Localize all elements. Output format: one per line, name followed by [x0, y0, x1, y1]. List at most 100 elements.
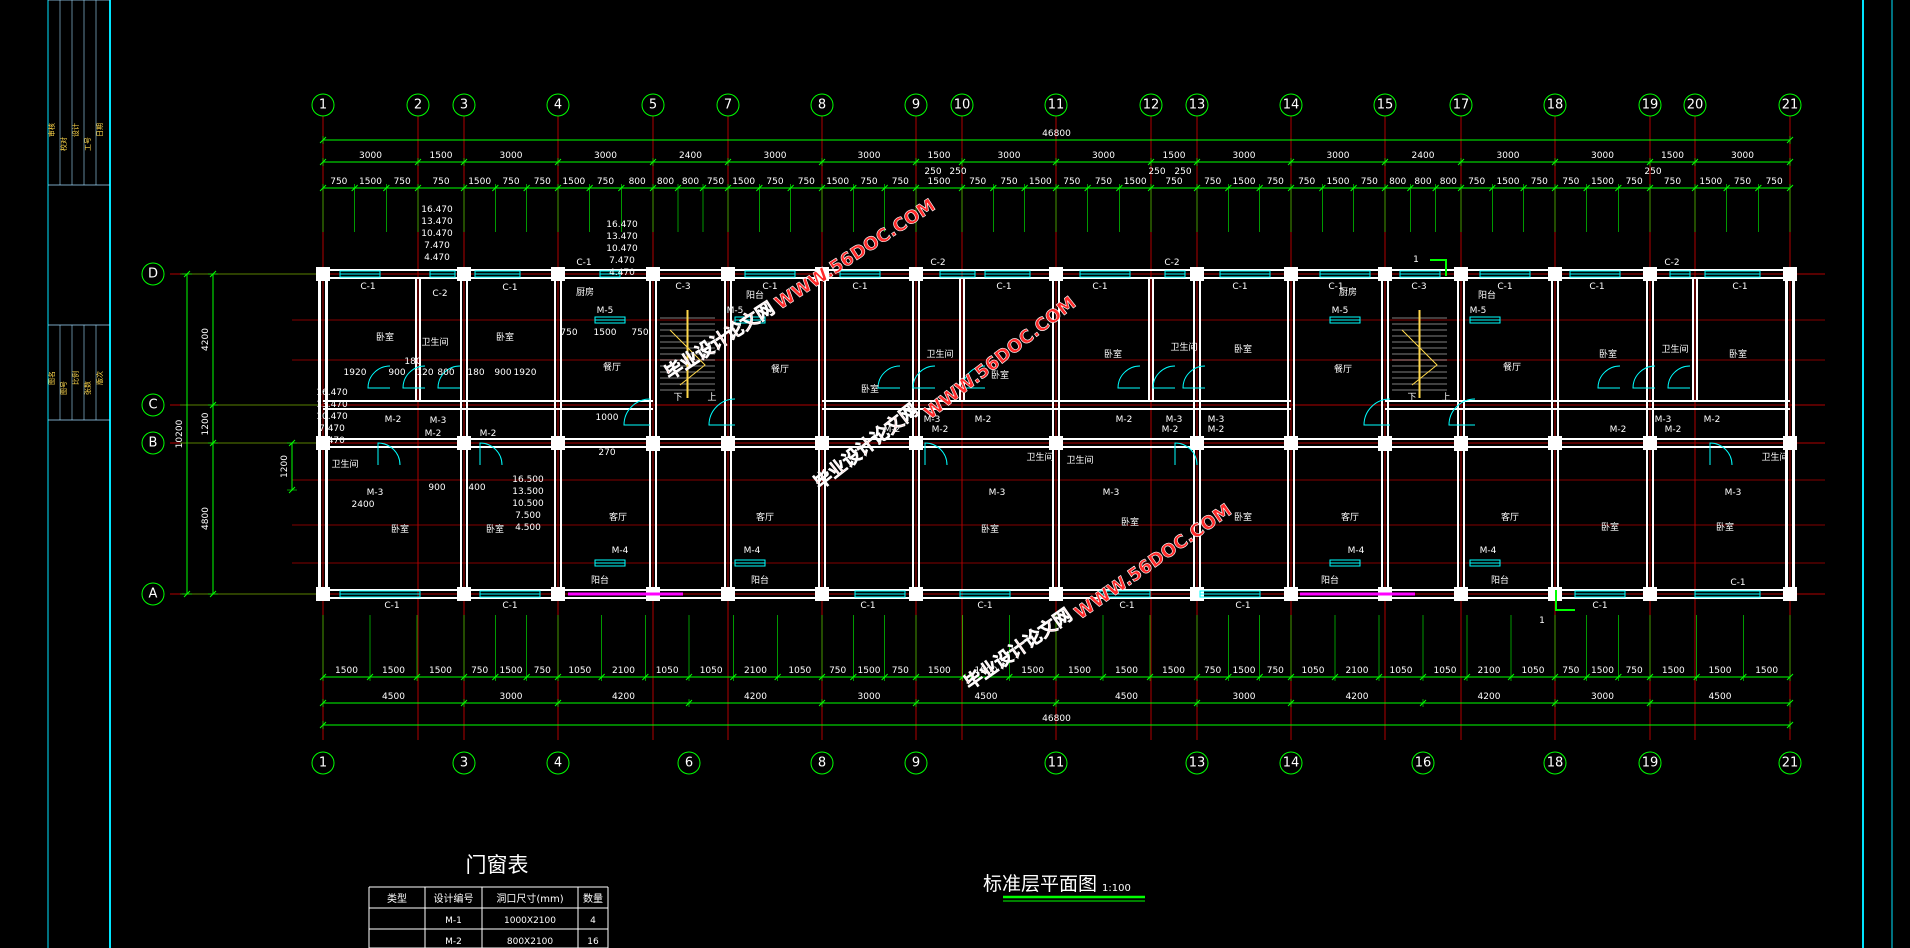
dim-top-detail-label: 750 [1664, 177, 1681, 187]
misc-dim: 1000 [596, 413, 619, 423]
column [457, 587, 471, 601]
axis-bubble [141, 393, 165, 417]
dim-top-detail-label: 1500 [1029, 177, 1052, 187]
axis-bubble-label: 21 [1782, 756, 1799, 771]
dim-top-bay-label: 3000 [1591, 151, 1614, 161]
walls [316, 267, 1797, 601]
column [1378, 267, 1392, 281]
opening-label: C-1 [1497, 282, 1512, 292]
door-swing [1363, 398, 1391, 426]
dim-small-label: 250 [1644, 167, 1661, 177]
room-label: 卧室 [1599, 348, 1617, 360]
axis-bubble-label: B [149, 436, 158, 451]
room-label: 卫生间 [1026, 451, 1053, 463]
table-header: 设计编号 [434, 892, 474, 905]
axis-bubble-label: 16 [1415, 756, 1432, 771]
dim-left-small-label: 1200 [280, 455, 290, 478]
dim-top-detail-label: 750 [330, 177, 347, 187]
room-label: 卧室 [991, 369, 1009, 381]
dim-top-detail-label: 750 [394, 177, 411, 187]
axis-bubble-label: 4 [554, 98, 562, 113]
axis-bubble-label: A [149, 587, 158, 602]
dim-top-detail-label: 800 [1414, 177, 1431, 187]
dim-bottom-detail-label: 1500 [429, 666, 452, 676]
dim-top-bay-label: 2400 [679, 151, 702, 161]
dim-bottom-detail-label: 1050 [788, 666, 811, 676]
column [1643, 436, 1657, 450]
dim-top-total-label: 46800 [1042, 129, 1071, 139]
room-label: 卧室 [1716, 521, 1734, 533]
column [646, 267, 660, 281]
axis-bubble [311, 751, 335, 775]
column [909, 436, 923, 450]
column [815, 587, 829, 601]
dim-top-detail-label: 1500 [562, 177, 585, 187]
title-block-note: 审核 [47, 123, 56, 137]
door-window-table-title: 门窗表 [466, 853, 529, 877]
column [1783, 436, 1797, 450]
axis-bubble [1139, 93, 1163, 117]
dim-top-detail-label: 750 [798, 177, 815, 187]
section-mark-label: 1 [1413, 255, 1419, 265]
misc-dim: 120 [416, 368, 433, 378]
axis-bubble [311, 93, 335, 117]
dim-bottom-bay-label: 4500 [382, 692, 405, 702]
opening-label: M-2 [480, 429, 497, 439]
column [1049, 267, 1063, 281]
axis-bubble [1279, 93, 1303, 117]
opening-label: C-1 [996, 282, 1011, 292]
opening-label: C-1 [1232, 282, 1247, 292]
room-label: 卫生间 [1170, 341, 1197, 353]
room-label: 卧室 [1234, 511, 1252, 523]
opening-label: M-2 [385, 415, 402, 425]
axis-bubble-label: 5 [649, 98, 657, 113]
dim-bottom-detail-label: 1500 [858, 666, 881, 676]
axis-bubble-label: 9 [912, 756, 920, 771]
axis-bubble-label: 6 [685, 756, 693, 771]
elevation-label: 13.470 [606, 232, 638, 242]
dim-top-detail-label: 750 [1734, 177, 1751, 187]
axis-bubble-label: 3 [460, 98, 468, 113]
dim-bottom-detail-label: 750 [1562, 666, 1579, 676]
axis-bubble-label: 13 [1189, 98, 1206, 113]
table-header: 数量 [583, 892, 603, 905]
opening-label: M-2 [1162, 425, 1179, 435]
column [721, 437, 735, 451]
opening-label: M-3 [1166, 415, 1183, 425]
axis-bubble [1543, 93, 1567, 117]
misc-dim: 180 [467, 368, 484, 378]
dim-top-bay-label: 3000 [500, 151, 523, 161]
door-swing [437, 365, 461, 389]
axis-bubble [1543, 751, 1567, 775]
column [551, 436, 565, 450]
axis-bubble [677, 751, 701, 775]
dim-bottom-detail-label: 1500 [1162, 666, 1185, 676]
dim-top-detail-label: 1500 [1124, 177, 1147, 187]
axis-bubble-label: 11 [1048, 756, 1065, 771]
dim-bottom-bay-label: 4500 [1709, 692, 1732, 702]
door-swing [1597, 365, 1621, 389]
axis-bubble-label: 11 [1048, 98, 1065, 113]
dim-bottom-detail-label: 1050 [1522, 666, 1545, 676]
elevation-label: 4.470 [319, 436, 345, 446]
elevation-label: 16.470 [316, 388, 348, 398]
column [457, 436, 471, 450]
column [1284, 436, 1298, 450]
room-label: 卧室 [1729, 348, 1747, 360]
dim-left-bay-label: 4800 [201, 507, 211, 530]
column [1548, 267, 1562, 281]
opening-label: C-1 [384, 601, 399, 611]
dim-bottom-detail-label: 1500 [1709, 666, 1732, 676]
axis-bubble-label: 19 [1642, 98, 1659, 113]
door-swing [377, 442, 401, 466]
dim-top-bay-label: 3000 [1092, 151, 1115, 161]
door-swing [1182, 365, 1206, 389]
room-label: 餐厅 [771, 363, 789, 375]
opening-label: M-4 [744, 546, 761, 556]
dim-bottom-bay-label: 3000 [858, 692, 881, 702]
elevation-label: 4.470 [609, 268, 635, 278]
door-swing [1709, 442, 1733, 466]
elevation-label: 4.470 [424, 253, 450, 263]
elevation-label: 10.500 [512, 499, 544, 509]
